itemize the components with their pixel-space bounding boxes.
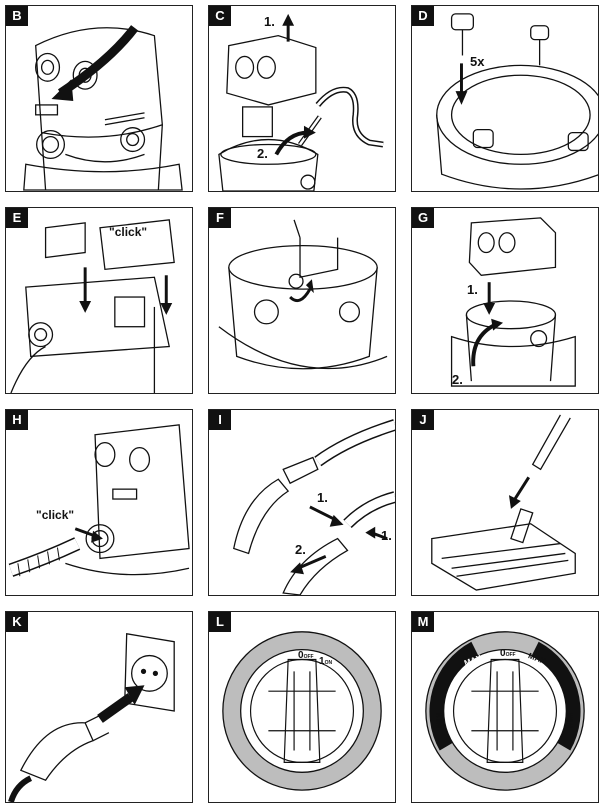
hose-handle-illustration (232, 419, 395, 595)
count-label: 5x (470, 54, 485, 69)
step-label-2: 2. (257, 146, 268, 161)
on-position-label: 1ON (319, 656, 333, 667)
panel-letter: L (209, 612, 231, 632)
panel-f: F (208, 207, 396, 394)
panel-letter: E (6, 208, 28, 228)
click-label: "click" (109, 225, 148, 239)
panel-letter: M (412, 612, 434, 632)
panel-d: D 5x (411, 5, 599, 192)
panel-g: G 1. 2. (411, 207, 599, 394)
panel-letter: I (209, 410, 231, 430)
insert-filter-illustration (218, 219, 388, 370)
panel-k: K (5, 611, 193, 803)
panel-l: L 0OFF 1ON (208, 611, 396, 803)
panel-i: I 1. 2. 1. (208, 409, 396, 596)
place-head-illustration (450, 217, 576, 387)
floor-nozzle-illustration (431, 414, 576, 591)
remove-head-illustration (218, 13, 384, 191)
panel-letter: C (209, 6, 231, 26)
insert-wheels-illustration (436, 13, 598, 190)
step-label-1b: 1. (381, 528, 392, 543)
panel-letter: B (6, 6, 28, 26)
off-position-label: 0OFF (500, 648, 516, 659)
panel-b: B (5, 5, 193, 192)
panel-letter: F (209, 208, 231, 228)
panel-letter: J (412, 410, 434, 430)
panel-j: J (411, 409, 599, 596)
click-label: "click" (36, 508, 75, 522)
panel-letter: K (6, 612, 28, 632)
min-right-label: MIN (564, 713, 574, 728)
panel-letter: H (6, 410, 28, 430)
step-label-1: 1. (467, 282, 478, 297)
suction-power-dial (425, 631, 585, 791)
panel-h: H "click" (5, 409, 193, 596)
step-label-1: 1. (317, 490, 328, 505)
power-switch-dial (222, 631, 382, 791)
attach-cover-illustration (10, 219, 175, 393)
step-label-1: 1. (264, 14, 275, 29)
vacuum-head-rotate-illustration (23, 25, 183, 191)
panel-e: E "click" (5, 207, 193, 394)
panel-letter: G (412, 208, 434, 228)
off-position-label: 0OFF (298, 650, 314, 661)
step-label-2: 2. (452, 372, 463, 387)
connect-hose-illustration (8, 424, 190, 577)
plug-socket-illustration (8, 633, 175, 802)
panel-m: M 0OFF MAX MAX MIN MIN (411, 611, 599, 803)
panel-c: C 1. 2. (208, 5, 396, 192)
step-label-2: 2. (295, 542, 306, 557)
panel-letter: D (412, 6, 434, 26)
min-left-label: MIN (434, 713, 444, 728)
